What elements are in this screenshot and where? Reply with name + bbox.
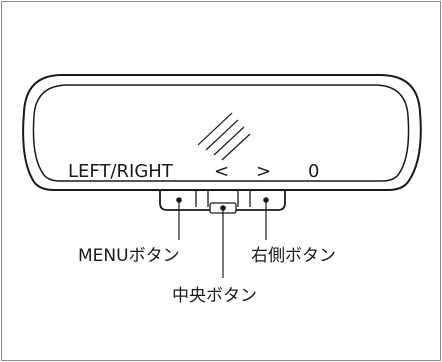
left-arrow-indicator: < — [214, 161, 230, 182]
mirror-outer-outline — [22, 74, 422, 191]
display-value: 0 — [308, 161, 320, 182]
leader-lines — [176, 197, 269, 278]
menu-button-label: MENUボタン — [78, 246, 180, 266]
mirror-inner-outline — [32, 84, 410, 182]
right-button-label: 右側ボタン — [251, 246, 336, 266]
reflection-lines — [197, 112, 251, 161]
display-mode-text: LEFT/RIGHT — [68, 161, 173, 182]
right-arrow-indicator: > — [256, 161, 272, 182]
button-dividers — [195, 190, 251, 207]
center-button-label: 中央ボタン — [172, 286, 257, 306]
